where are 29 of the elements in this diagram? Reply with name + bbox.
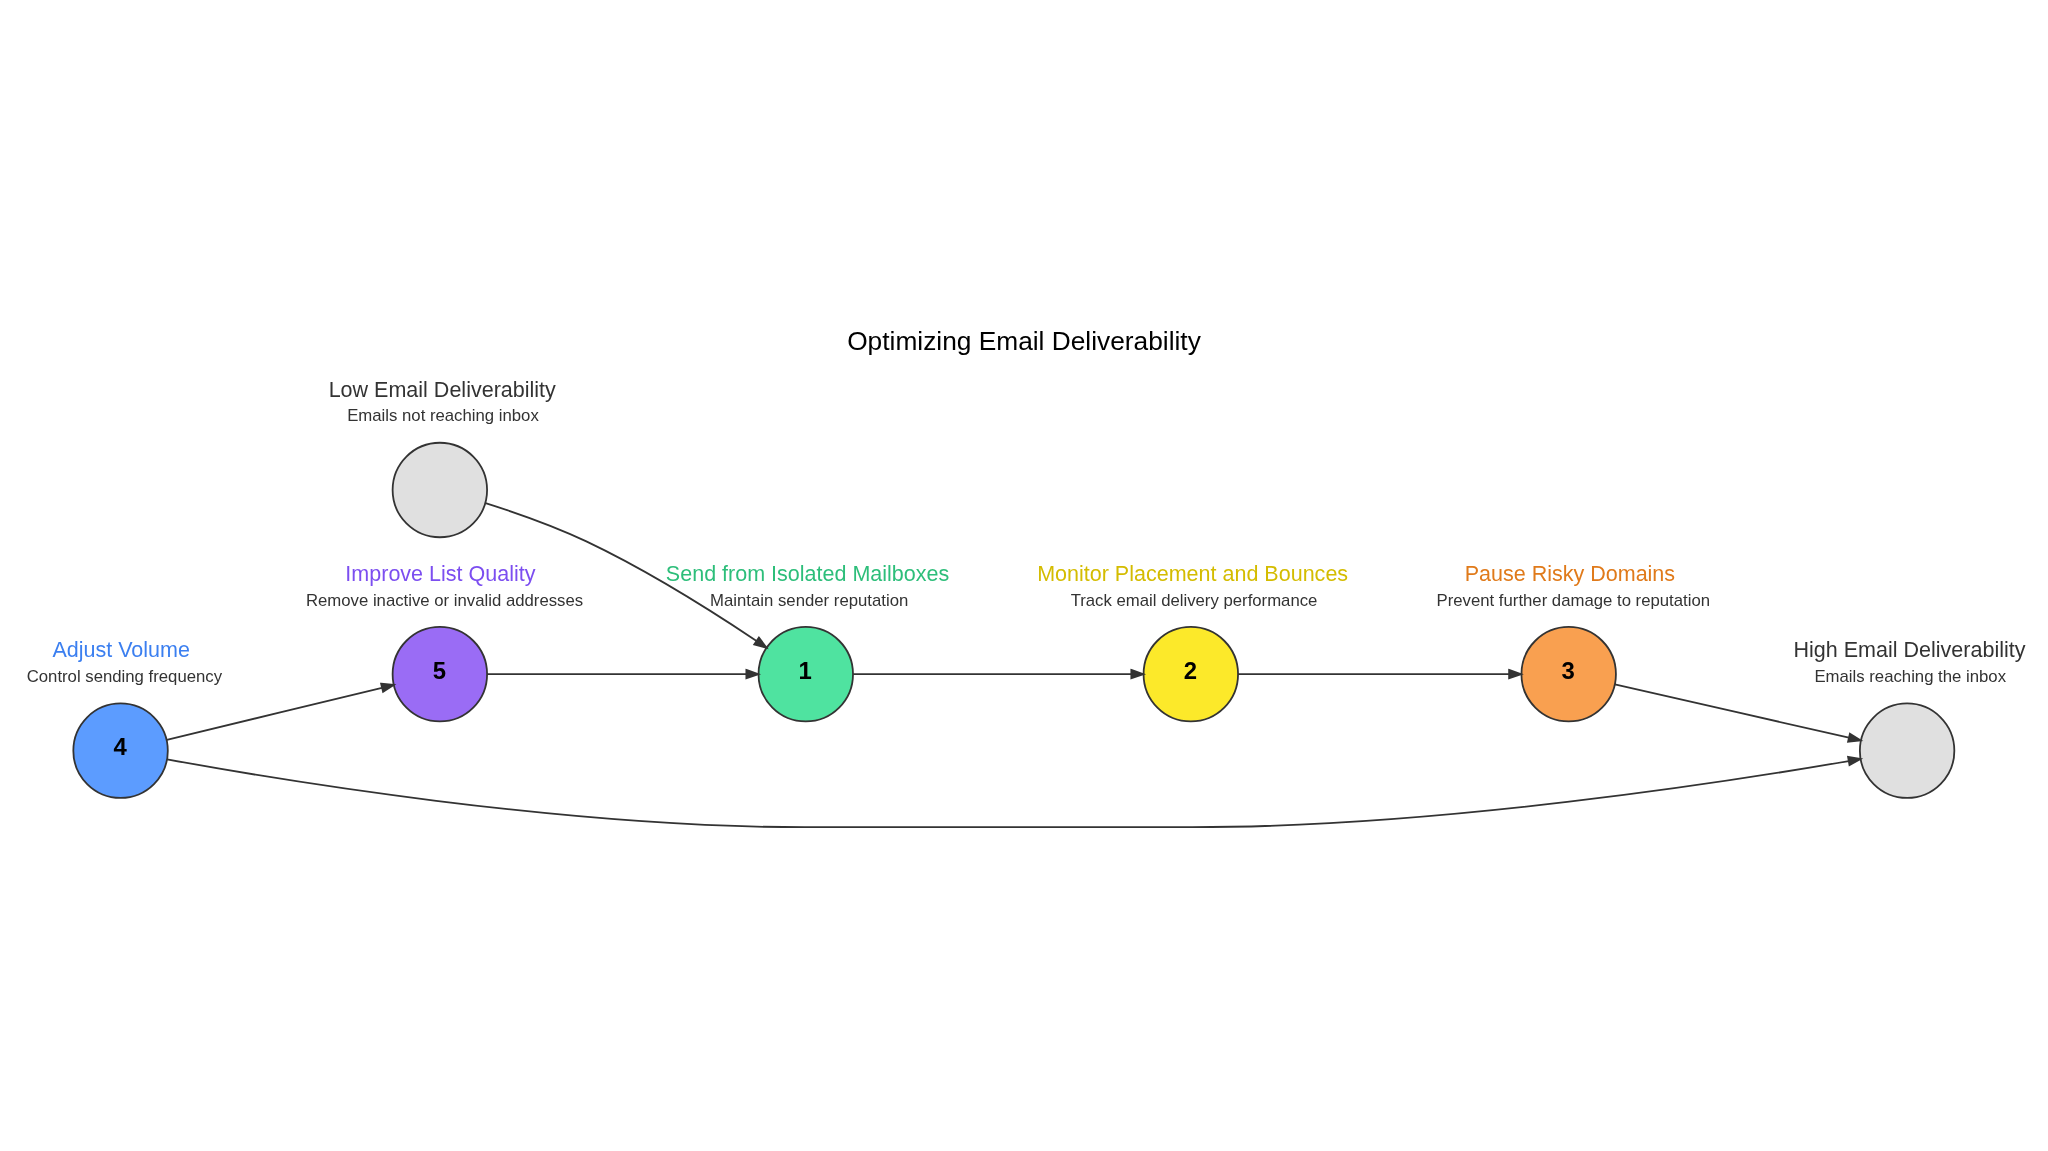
- node-label: Monitor Placement and Bounces: [1037, 561, 1349, 586]
- node-label: Send from Isolated Mailboxes: [665, 561, 950, 586]
- node-label: Track email delivery performance: [1070, 590, 1318, 610]
- node-label: Prevent further damage to reputation: [1436, 590, 1711, 610]
- node-label: Low Email Deliverability: [328, 377, 556, 402]
- arrow: [484, 502, 769, 650]
- node-label: Control sending frequency: [26, 667, 223, 687]
- node-circle: 2: [1142, 626, 1239, 723]
- node-label: Emails not reaching inbox: [347, 406, 539, 426]
- node-circle: [1858, 702, 1956, 799]
- node-label: Adjust Volume: [52, 638, 190, 663]
- arrow: [166, 755, 1864, 829]
- node-label: Improve List Quality: [345, 561, 536, 586]
- node-circle: [391, 441, 488, 539]
- arrow: [852, 668, 1146, 680]
- node-label: Remove inactive or invalid addresses: [305, 590, 584, 610]
- node-label: Emails reaching the inbox: [1814, 667, 2007, 687]
- arrow: [486, 668, 762, 680]
- arrow: [1613, 683, 1864, 743]
- node-circle: 1: [757, 626, 854, 723]
- diagram-title: Optimizing Email Deliverability: [847, 325, 1201, 356]
- node-circle: 3: [1520, 626, 1617, 723]
- node-circle: 5: [391, 626, 488, 723]
- node-label: Pause Risky Domains: [1464, 561, 1676, 586]
- arrow: [165, 682, 397, 741]
- node-label: Maintain sender reputation: [710, 590, 909, 610]
- node-circle: 4: [72, 702, 169, 799]
- arrow: [1237, 668, 1524, 680]
- node-label: High Email Deliverability: [1793, 638, 2026, 663]
